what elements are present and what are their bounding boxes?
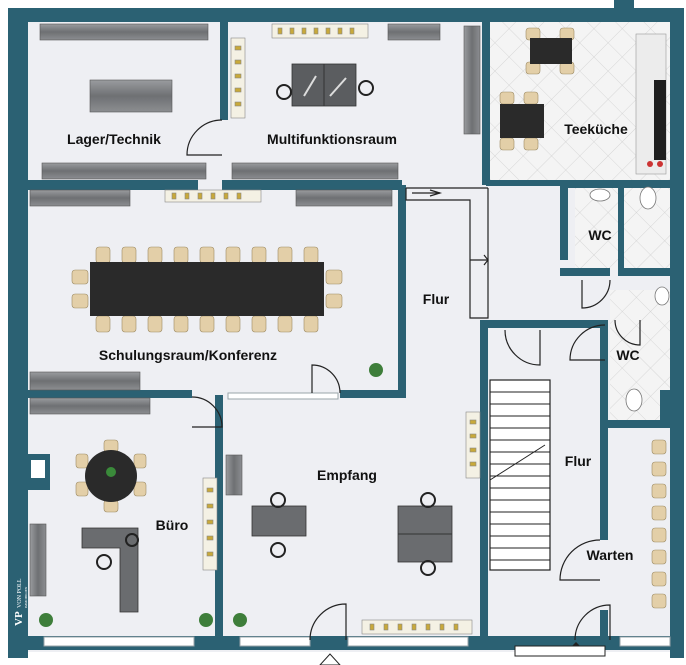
bookshelves <box>164 23 481 635</box>
waiting-chairs <box>651 439 667 609</box>
staircase <box>489 379 551 571</box>
brand-logo: VP VON POLL IMMOBILIEN <box>13 578 28 626</box>
cabinets <box>29 23 441 415</box>
buero-meeting-table <box>75 439 147 513</box>
doors <box>186 119 641 641</box>
logo-name: VON POLL <box>17 578 23 608</box>
logo-subline: IMMOBILIEN <box>24 586 28 608</box>
room-label-empfang: Empfang <box>317 467 377 483</box>
interior-walls <box>22 20 676 645</box>
empfang-desks <box>251 492 453 576</box>
plants <box>39 363 383 627</box>
buero-desk <box>81 527 139 613</box>
buero-printer <box>28 454 50 490</box>
room-label-multifunktionsraum: Multifunktionsraum <box>267 131 397 147</box>
room-label-warten: Warten <box>587 547 634 563</box>
room-label-flur-2: Flur <box>565 453 592 469</box>
windows <box>43 392 671 647</box>
logo-monogram: VP <box>13 611 25 626</box>
entrance-markers <box>319 642 606 665</box>
kitchen-furniture <box>499 27 667 175</box>
wc-fixtures <box>589 186 670 412</box>
room-label-teekueche: Teeküche <box>564 121 628 137</box>
conference-table <box>71 246 343 333</box>
room-label-lager: Lager/Technik <box>67 131 161 147</box>
multi-desks <box>276 63 374 107</box>
room-label-wc-1: WC <box>588 227 611 243</box>
corridor-partitions <box>405 187 489 319</box>
room-label-buero: Büro <box>156 517 189 533</box>
room-label-flur-1: Flur <box>423 291 450 307</box>
cabinets-vertical <box>29 25 481 597</box>
room-label-schulungsraum: Schulungsraum/Konferenz <box>99 347 277 363</box>
room-label-wc-2: WC <box>616 347 639 363</box>
